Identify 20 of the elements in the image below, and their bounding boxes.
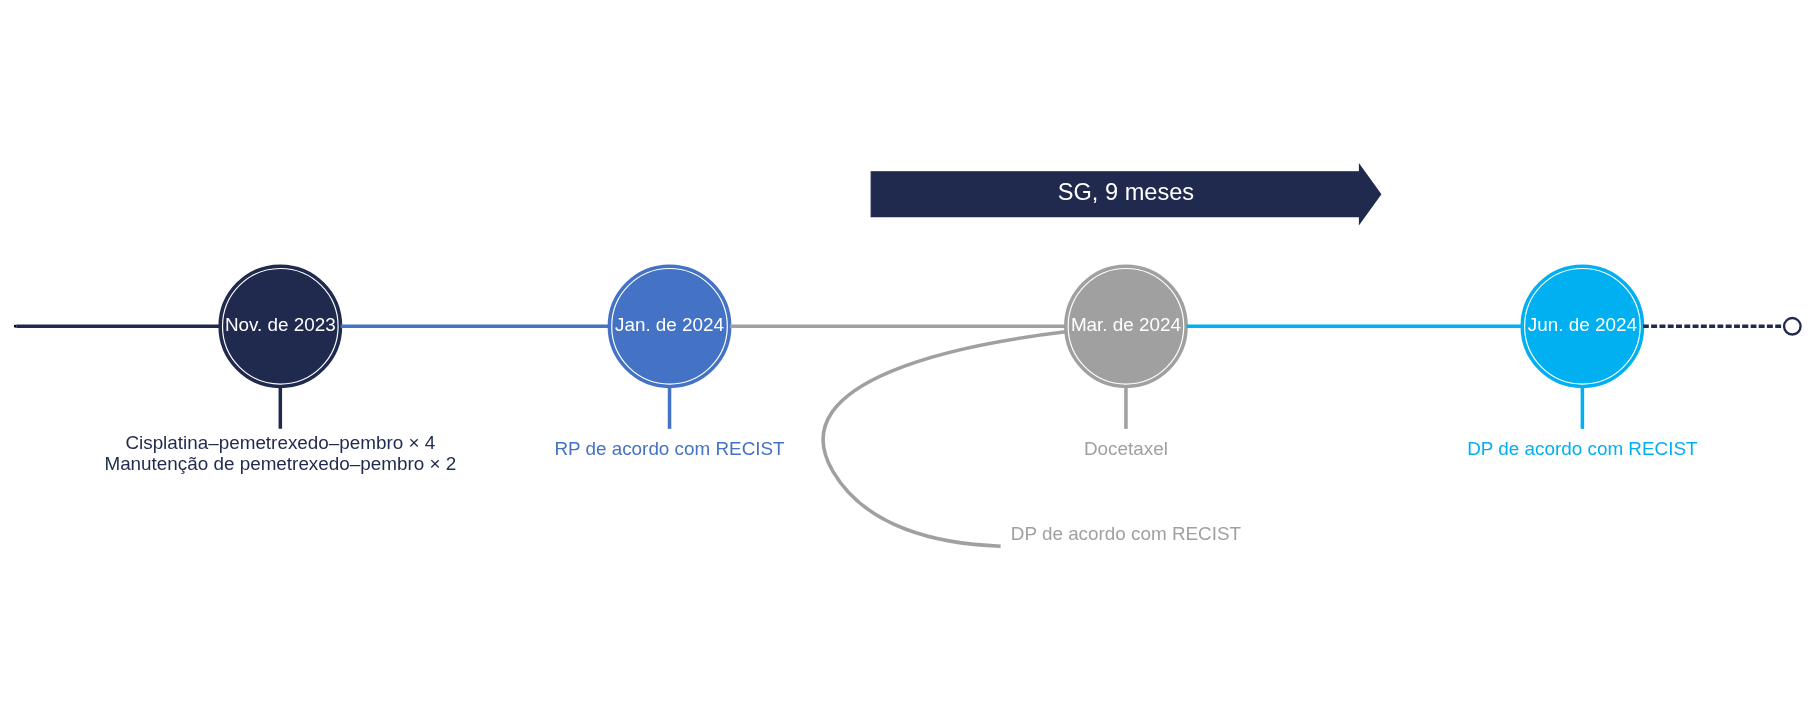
connector	[1186, 324, 1522, 328]
connector	[340, 324, 609, 328]
node-circle: Jan. de 2024	[607, 263, 731, 388]
connector	[729, 324, 1066, 328]
node-text: RP de acordo com RECIST	[553, 437, 785, 459]
connector	[821, 329, 1066, 548]
node-text: DP de acordo com RECIST	[1010, 522, 1241, 544]
connector	[1642, 324, 1784, 328]
node-circle	[1782, 316, 1802, 336]
node-text: DP de acordo com RECIST	[1466, 437, 1698, 459]
node-circle: Jun. de 2024	[1519, 263, 1644, 388]
node-text: Cisplatina–pemetrexedo–pembro × 4 Manutenção de pemetrexedo–pembro × 2	[103, 431, 456, 474]
node-text: Docetaxel	[1083, 437, 1168, 459]
connector	[278, 386, 282, 429]
node-circle: Nov. de 2023	[217, 263, 342, 388]
node-circle: Mar. de 2024	[1063, 263, 1188, 388]
connector	[1123, 386, 1128, 429]
connector	[1580, 386, 1584, 429]
connector	[667, 386, 671, 429]
connector	[15, 324, 220, 328]
